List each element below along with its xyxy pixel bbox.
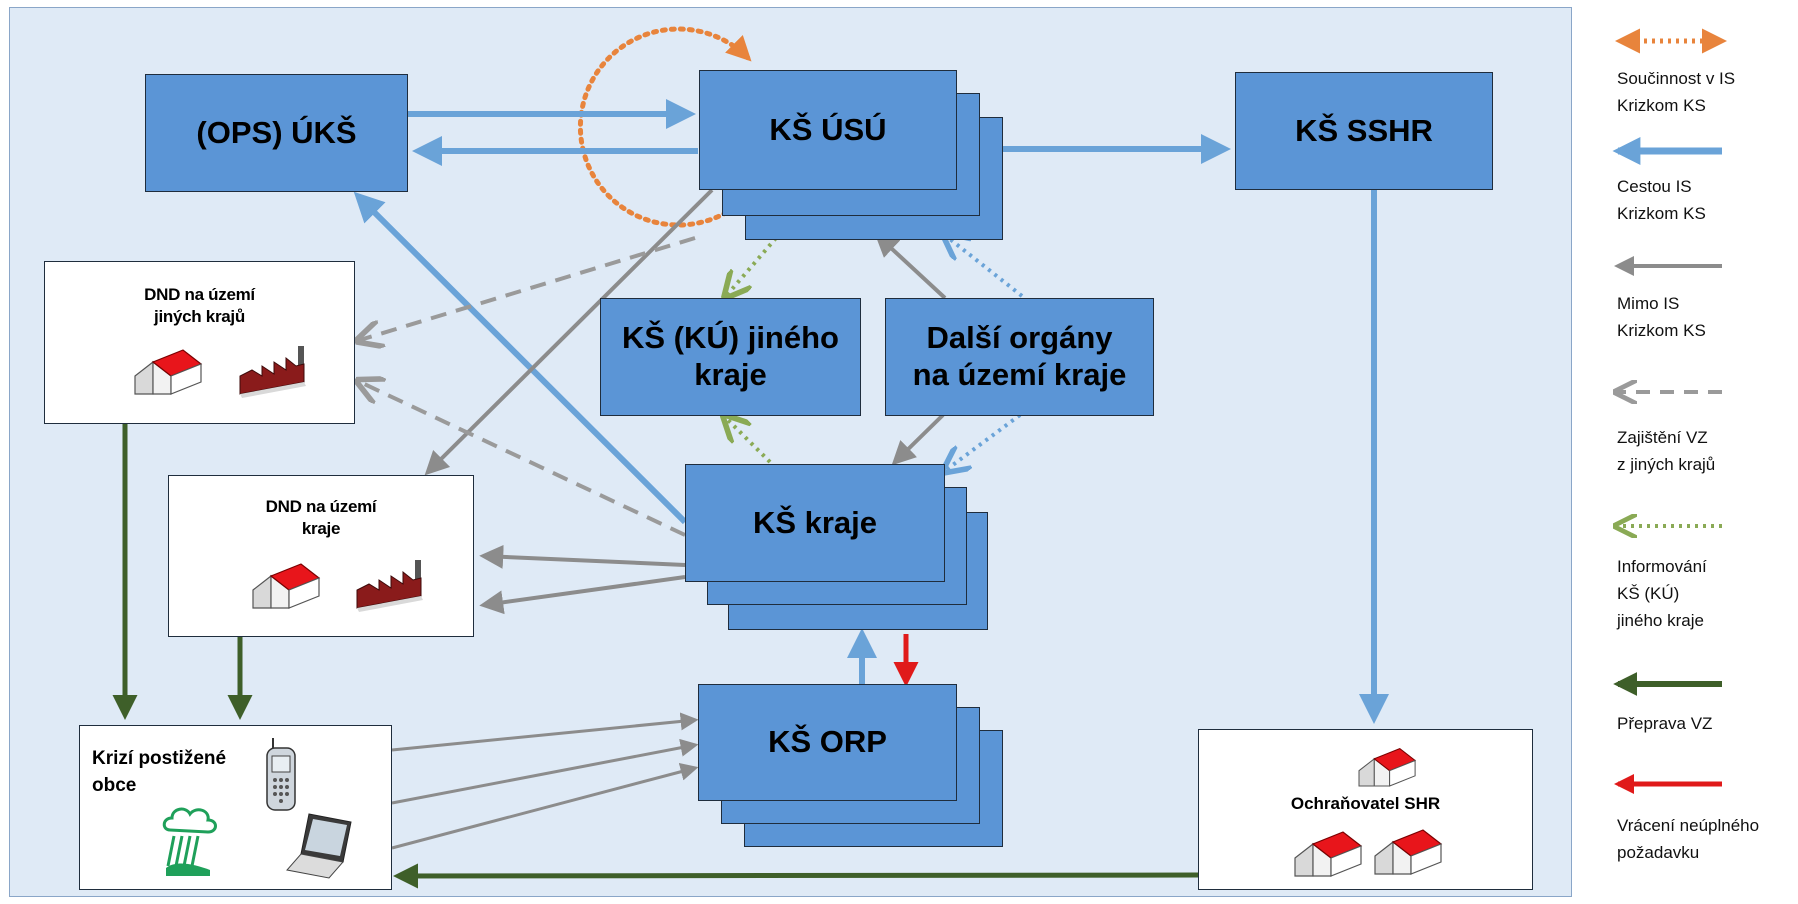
ochranovatel-icons: [1294, 748, 1443, 877]
factory-icon: [356, 560, 423, 612]
dnd-kraje-line1: DND na území: [265, 497, 377, 516]
dnd-kraje-box: DND na území kraje: [168, 475, 474, 637]
dnd-kraje-icons: [252, 560, 423, 612]
dnd-kraje-line2: kraje: [301, 519, 341, 539]
house-icon: [1358, 748, 1417, 787]
krizi-line2: obce: [92, 774, 137, 796]
arrow-ochranovatel-to-obce: [393, 863, 1199, 889]
dalsi-organy-line2: na území kraje: [912, 357, 1127, 392]
ochranovatel-shr-box: Ochraňovatel SHR: [1198, 729, 1533, 890]
arrow-kraje-to-dnd-jinych-dashed: [360, 382, 686, 537]
arrow-usu-to-dnd-jinych-dashed: [360, 236, 696, 340]
laptop-icon: [286, 813, 352, 879]
ks-kraje-label: KŠ kraje: [752, 504, 878, 540]
house-icon: [1294, 831, 1363, 877]
ks-sshr-label: KŠ SSHR: [1295, 112, 1433, 148]
legend-label-cestou-is: Cestou IS Krizkom KS: [1617, 177, 1706, 224]
legend-label-mimo-is: Mimo IS Krizkom KS: [1617, 294, 1706, 341]
arrow-dalsi-to-kraje: [891, 413, 945, 466]
krizi-icons: [162, 738, 352, 879]
arrow-kraje-to-dnd-kraje-2: [479, 575, 686, 615]
arrow-obce-to-orp-3: [391, 762, 699, 850]
dnd-jinych-line2: jiných krajů: [154, 307, 245, 327]
house-icon: [1374, 829, 1443, 875]
legend-label-vraceni: Vrácení neúplného požadavku: [1617, 816, 1760, 863]
ops-uks-box: (OPS) ÚKŠ: [145, 74, 408, 192]
legend-label-zajisteni-vz: Zajištění VZ z jiných krajů: [1617, 428, 1716, 475]
ops-uks-label: (OPS) ÚKŠ: [196, 114, 357, 150]
house-icon: [134, 349, 203, 395]
arrow-kraje-to-ops: [353, 191, 688, 525]
ks-ku-jineho-kraje-box: KŠ (KÚ) jiného kraje: [600, 298, 861, 416]
factory-icon: [239, 346, 306, 398]
cooperation-loop-arrow: [577, 26, 752, 228]
ks-orp-box: KŠ ORP: [698, 684, 957, 801]
krizi-line1: Krizí postižené: [92, 748, 227, 769]
mobile-phone-icon: [266, 738, 296, 811]
ks-usu-box: KŠ ÚSÚ: [699, 70, 957, 190]
ks-orp-label: KŠ ORP: [768, 724, 887, 760]
ks-ku-jineho-line1: KŠ (KÚ) jiného: [622, 320, 839, 356]
ks-ku-jineho-line2: kraje: [694, 357, 767, 392]
ks-sshr-box: KŠ SSHR: [1235, 72, 1493, 190]
house-icon: [252, 563, 321, 609]
legend-label-informovani: Informování KŠ (KÚ) jiného kraje: [1617, 557, 1707, 631]
dnd-jinych-kraju-box: DND na území jiných krajů: [44, 261, 355, 424]
ochranovatel-label: Ochraňovatel SHR: [1290, 794, 1441, 813]
arrow-dalsi-to-usu-dotted: [946, 236, 1024, 298]
ks-usu-label: KŠ ÚSÚ: [769, 111, 887, 147]
arrow-obce-to-orp-1: [391, 712, 699, 752]
arrow-kraje-info-jineho-kraje: [726, 418, 772, 464]
legend-label-preprava-vz: Přeprava VZ: [1617, 714, 1713, 733]
dalsi-organy-line1: Další orgány: [926, 320, 1113, 356]
dnd-jinych-icons: [134, 346, 306, 398]
arrow-dalsi-to-usu: [874, 232, 947, 300]
arrow-obce-to-orp-2: [391, 738, 699, 805]
arrow-usu-to-dnd-kraje: [424, 188, 714, 476]
ks-kraje-box: KŠ kraje: [685, 464, 945, 582]
arrow-kraje-to-dnd-kraje-1: [479, 544, 686, 569]
krizi-postizene-obce-box: Krizí postižené obce: [79, 725, 392, 890]
storm-icon: [162, 807, 217, 876]
legend-label-soucinnost: Součinnost v IS Krizkom KS: [1617, 69, 1736, 116]
dalsi-organy-box: Další orgány na území kraje: [885, 298, 1154, 416]
dnd-jinych-line1: DND na území: [144, 285, 255, 304]
